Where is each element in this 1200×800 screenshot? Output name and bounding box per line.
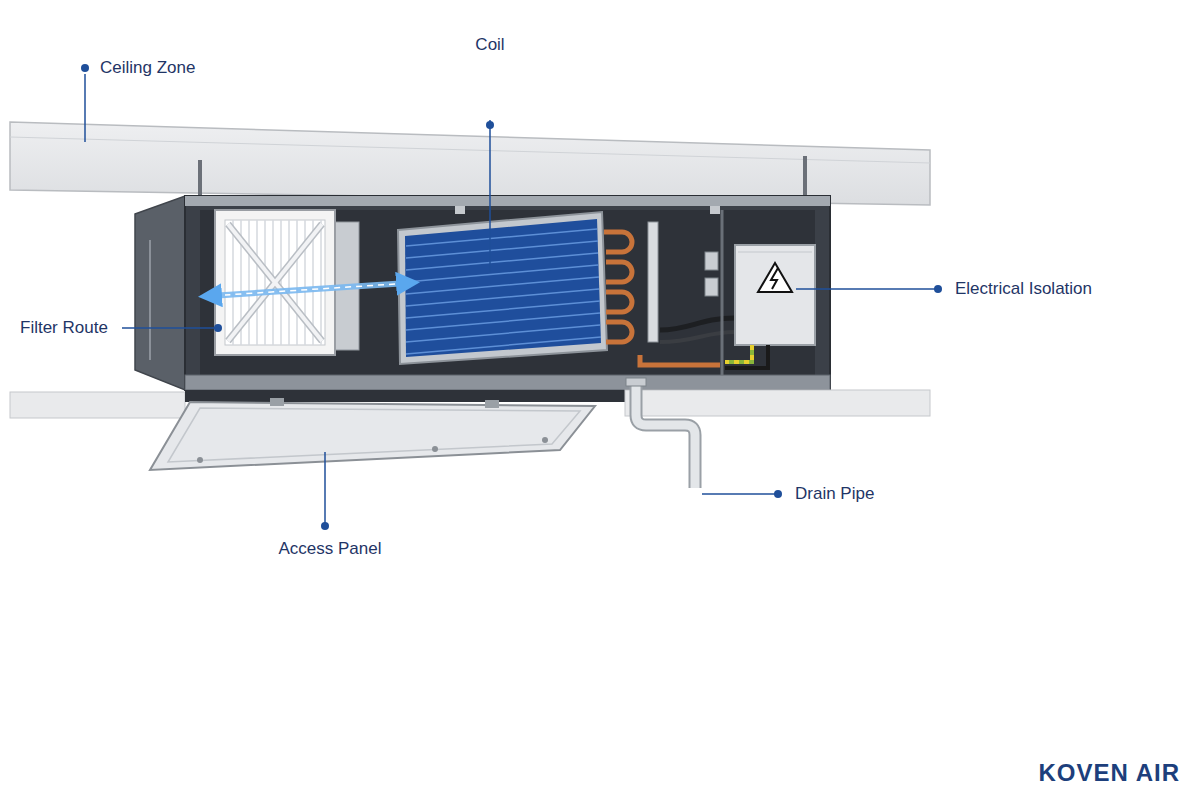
box-lid <box>738 252 812 253</box>
filter-media <box>225 220 325 345</box>
earth-wire <box>725 345 752 362</box>
callout-label: Coil <box>475 35 504 55</box>
airflow-dash <box>225 284 395 295</box>
switch <box>705 252 718 270</box>
filter-frame <box>215 210 335 355</box>
airflow-arrow <box>210 283 408 296</box>
supply-wire <box>725 345 768 368</box>
callout-label: Filter Route <box>20 318 108 338</box>
housing-bottom-rail <box>185 375 830 390</box>
coil-frame <box>398 212 607 364</box>
drain-pipe-outline <box>636 380 695 488</box>
filter-cross <box>228 224 322 341</box>
earth-wire-stripe <box>725 345 752 362</box>
panel-hinge <box>485 400 499 408</box>
drain-pipe <box>636 380 695 488</box>
power-cable <box>660 332 735 342</box>
frame-clip <box>455 206 465 214</box>
copper-bends <box>604 232 632 342</box>
coil-fins <box>405 219 601 357</box>
housing-top-lip <box>185 196 830 206</box>
isolation-box <box>735 245 815 345</box>
filter-cross-highlight <box>228 224 322 341</box>
panel-border <box>168 408 580 462</box>
housing-frame <box>185 196 830 390</box>
hatch-opening <box>185 390 625 402</box>
housing-side <box>135 196 185 390</box>
power-cable <box>660 318 735 330</box>
coil-fin-lines <box>406 229 601 354</box>
callout-label: Ceiling Zone <box>100 58 195 78</box>
panel-hinge <box>270 398 284 406</box>
callout-label: Electrical Isolation <box>955 279 1092 299</box>
frame-clip <box>710 206 720 214</box>
leader-lines <box>85 74 938 526</box>
leader-dots <box>81 64 942 530</box>
housing-cavity <box>200 210 815 375</box>
callout-label: Access Panel <box>279 539 382 559</box>
drain-fitting <box>626 378 646 386</box>
callout-label: Drain Pipe <box>795 484 874 504</box>
slab-edge <box>10 137 930 163</box>
divider <box>721 210 724 375</box>
panel-screw <box>197 457 203 463</box>
warning-triangle <box>758 263 792 292</box>
panel-screw <box>432 446 438 452</box>
switch <box>705 278 718 296</box>
copper-line <box>640 355 720 365</box>
brand-logo: KOVEN AIR <box>1039 759 1180 788</box>
lightning-symbol <box>771 268 778 289</box>
header-pipe <box>648 222 658 342</box>
access-panel <box>150 402 595 470</box>
ceiling-tile <box>10 392 185 418</box>
panel-screw <box>542 437 548 443</box>
ceiling-slab <box>10 122 930 205</box>
side-rib <box>149 240 151 360</box>
ceiling-tile <box>625 390 930 416</box>
